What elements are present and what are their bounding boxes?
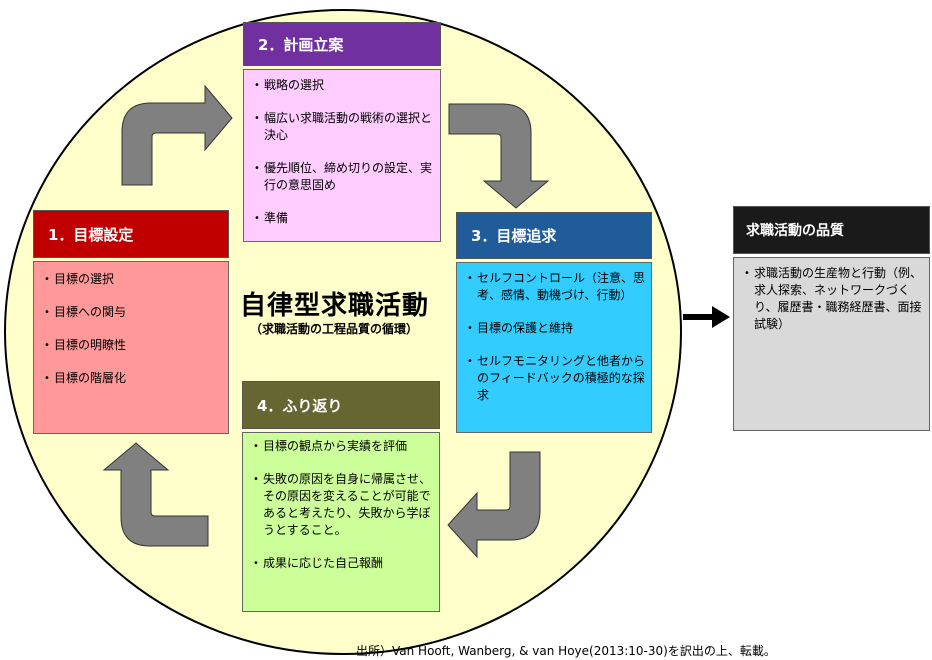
step-4-box: 目標の観点から実績を評価 失敗の原因を自身に帰属させ、その原因を変えることが可能…	[242, 432, 440, 612]
list-item: 戦略の選択	[252, 77, 434, 94]
step-1-header: 1．目標設定	[33, 210, 229, 258]
step-4-header-label: 4．ふり返り	[257, 396, 343, 415]
step-4-header: 4．ふり返り	[242, 381, 440, 429]
right-arrow-icon	[683, 306, 730, 328]
list-item: 目標への関与	[42, 304, 222, 321]
step-1-box: 目標の選択 目標への関与 目標の明瞭性 目標の階層化	[33, 261, 229, 434]
curved-arrow-icon	[121, 84, 233, 186]
curved-arrow-icon	[447, 451, 541, 559]
cycle-title: 自律型求職活動	[240, 291, 430, 321]
list-item: 準備	[252, 210, 434, 227]
list-item: 優先順位、締め切りの設定、実行の意思固め	[252, 160, 434, 194]
list-item: 幅広い求職活動の戦術の選択と決心	[252, 110, 434, 144]
list-item: セルフモニタリングと他者からのフィードバックの積極的な探求	[465, 353, 645, 404]
list-item: 目標の観点から実績を評価	[251, 438, 433, 455]
cycle-subtitle: （求職活動の工程品質の循環）	[250, 322, 419, 336]
quality-header-label: 求職活動の品質	[746, 223, 844, 239]
step-2-header-label: 2．計画立案	[258, 35, 344, 54]
list-item: 目標の保護と維持	[465, 320, 645, 337]
list-item: 失敗の原因を自身に帰属させ、その原因を変えることが可能であると考えたり、失敗から…	[251, 471, 433, 539]
quality-header: 求職活動の品質	[733, 206, 930, 254]
step-2-box: 戦略の選択 幅広い求職活動の戦術の選択と決心 優先順位、締め切りの設定、実行の意…	[243, 69, 441, 242]
list-item: 目標の階層化	[42, 370, 222, 387]
quality-box: 求職活動の生産物と行動（例、求人探索、ネットワークづくり、履歴書・職務経歴書、面…	[733, 257, 930, 431]
step-3-box: セルフコントロール（注意、思考、感情、動機づけ、行動） 目標の保護と維持 セルフ…	[456, 262, 652, 433]
list-item: セルフコントロール（注意、思考、感情、動機づけ、行動）	[465, 270, 645, 304]
step-3-header: 3．目標追求	[456, 212, 652, 259]
step-1-header-label: 1．目標設定	[48, 225, 134, 244]
list-item: 目標の選択	[42, 271, 222, 288]
curved-arrow-icon	[448, 103, 550, 209]
list-item: 成果に応じた自己報酬	[251, 555, 433, 572]
step-2-header: 2．計画立案	[243, 22, 441, 66]
list-item: 求職活動の生産物と行動（例、求人探索、ネットワークづくり、履歴書・職務経歴書、面…	[742, 265, 923, 333]
step-3-header-label: 3．目標追求	[471, 227, 557, 245]
list-item: 目標の明瞭性	[42, 337, 222, 354]
source-credit: 出所）Van Hooft, Wanberg, & van Hoye(2013:1…	[356, 644, 776, 658]
curved-arrow-icon	[102, 442, 209, 547]
